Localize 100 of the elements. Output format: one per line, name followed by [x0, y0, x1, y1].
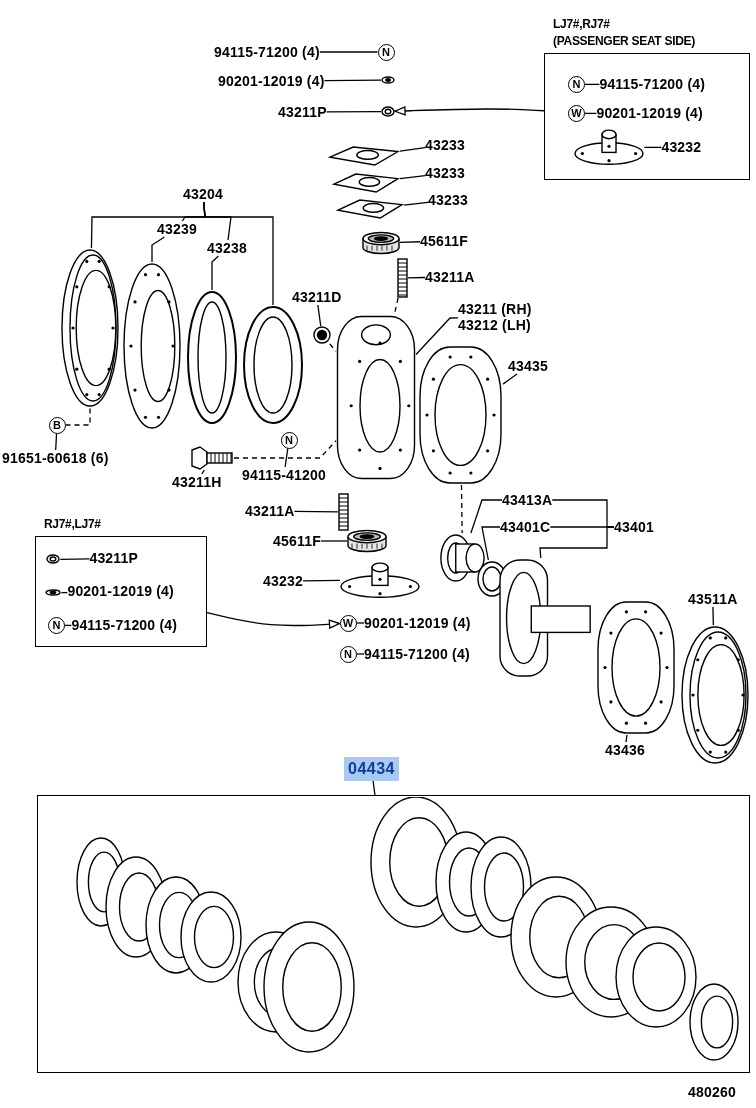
- part-number: 91651-60618 (6): [2, 450, 109, 466]
- leader-line: [211, 255, 220, 291]
- frame-heading: LJ7#,RJ7#: [553, 17, 610, 32]
- part-number: 90201-12019 (4): [364, 615, 471, 631]
- nut-drawing: [381, 106, 395, 117]
- cap-drawing: [347, 530, 387, 552]
- circled-letter: W: [339, 614, 357, 632]
- flange-drawing: [418, 345, 503, 485]
- part-number: 90201-12019 (4): [218, 73, 325, 89]
- curved-arrow: [394, 106, 545, 116]
- cover-drawing: [60, 248, 120, 408]
- cap-drawing: [362, 232, 400, 254]
- frame-heading: (PASSENGER SEAT SIDE): [553, 34, 695, 49]
- gasket-drawing: [332, 172, 400, 194]
- leader-line: [323, 79, 382, 82]
- part-number: 90201-12019 (4): [596, 105, 703, 122]
- part-number: 43238: [207, 240, 247, 256]
- part-number: 43435: [508, 358, 548, 374]
- part-number: 43211P: [89, 550, 139, 567]
- plate-drawing: [122, 262, 182, 430]
- leader-line: [355, 622, 365, 624]
- leader-line: [625, 734, 628, 743]
- bolt-drawing: [190, 446, 234, 470]
- bearing-race-drawing: [440, 533, 485, 583]
- leader-line: [203, 201, 274, 306]
- part-number: 43233: [425, 137, 465, 153]
- part-number: 43211D: [292, 289, 342, 305]
- part-number: 94115-71200 (4): [364, 646, 470, 662]
- part-number: 43211P: [278, 104, 327, 120]
- nut-drawing: [46, 554, 61, 565]
- circled-letter: N: [339, 645, 357, 663]
- leader-line: [326, 110, 382, 113]
- leader-line: [64, 624, 73, 627]
- leader-line: [470, 499, 503, 534]
- dashed-assembly-line: [233, 440, 337, 459]
- leader-line: [643, 146, 663, 149]
- leader-line: [293, 510, 339, 513]
- part-number: 43211A: [245, 503, 295, 519]
- leader-line: [372, 780, 376, 796]
- leader-line: [403, 201, 429, 206]
- ring-drawing: [186, 290, 238, 425]
- dashed-assembly-line: [460, 484, 463, 534]
- leader-line: [502, 373, 518, 385]
- part-number: 94115-41200: [242, 467, 326, 483]
- washer-drawing: [381, 76, 395, 84]
- part-number: 43239: [157, 221, 197, 237]
- dashed-assembly-line: [329, 343, 337, 352]
- washer-drawing: [45, 589, 62, 597]
- plug-drawing: [313, 326, 331, 344]
- stud-bolt-drawing: [338, 493, 349, 531]
- circled-letter: B: [48, 416, 66, 434]
- part-number: 43401C: [500, 519, 551, 535]
- part-number: 43401: [614, 519, 654, 535]
- leader-line: [355, 653, 365, 655]
- circled-letter: N: [377, 43, 395, 61]
- part-number: 94115-71200 (4): [599, 76, 706, 93]
- part-number: 43232: [661, 139, 702, 156]
- highlighted-part-number: 04434: [344, 757, 399, 781]
- part-number: 43211H: [172, 474, 222, 490]
- frame-heading: RJ7#,LJ7#: [44, 517, 101, 532]
- part-number: 43413A: [502, 492, 553, 508]
- gasket-drawing: [328, 145, 400, 167]
- hub-drawing: [498, 558, 593, 678]
- part-number: 43233: [425, 165, 465, 181]
- part-number: 43232: [263, 573, 303, 589]
- stud-bolt-drawing: [397, 258, 408, 298]
- leader-line: [201, 469, 205, 475]
- part-number: 94115-71200 (4): [214, 44, 320, 60]
- leader-line: [320, 540, 348, 542]
- leader-line: [302, 579, 341, 582]
- leader-line: [319, 51, 379, 53]
- circled-letter: N: [567, 75, 585, 93]
- bracket-drawing: [340, 562, 420, 598]
- leader-line: [539, 526, 615, 559]
- figure-number: 480260: [688, 1084, 736, 1100]
- part-number: 90201-12019 (4): [67, 583, 174, 600]
- leader-line: [60, 591, 69, 594]
- curved-arrow: [206, 611, 341, 629]
- leader-line: [481, 526, 501, 561]
- dashed-assembly-line: [64, 407, 91, 426]
- circled-letter: N: [280, 431, 298, 449]
- leader-line: [317, 304, 322, 327]
- part-number: 43511A: [688, 591, 738, 607]
- leader-line: [284, 447, 289, 468]
- leader-line: [151, 236, 166, 263]
- leader-line: [712, 606, 714, 626]
- part-number: 43204: [183, 186, 223, 202]
- housing-drawing: [336, 315, 416, 480]
- cover-drawing: [680, 625, 750, 765]
- flange-drawing: [596, 600, 676, 735]
- part-number: 43233: [428, 192, 468, 208]
- leader-line: [407, 276, 426, 279]
- part-number: 45611F: [273, 533, 321, 549]
- part-number: 43211 (RH) 43212 (LH): [458, 301, 558, 333]
- leader-line: [399, 147, 426, 152]
- part-number: 94115-71200 (4): [71, 617, 178, 634]
- part-number: 43211A: [425, 269, 475, 285]
- part-number: 45611F: [420, 233, 468, 249]
- leader-line: [584, 83, 601, 86]
- circled-letter: W: [567, 104, 585, 122]
